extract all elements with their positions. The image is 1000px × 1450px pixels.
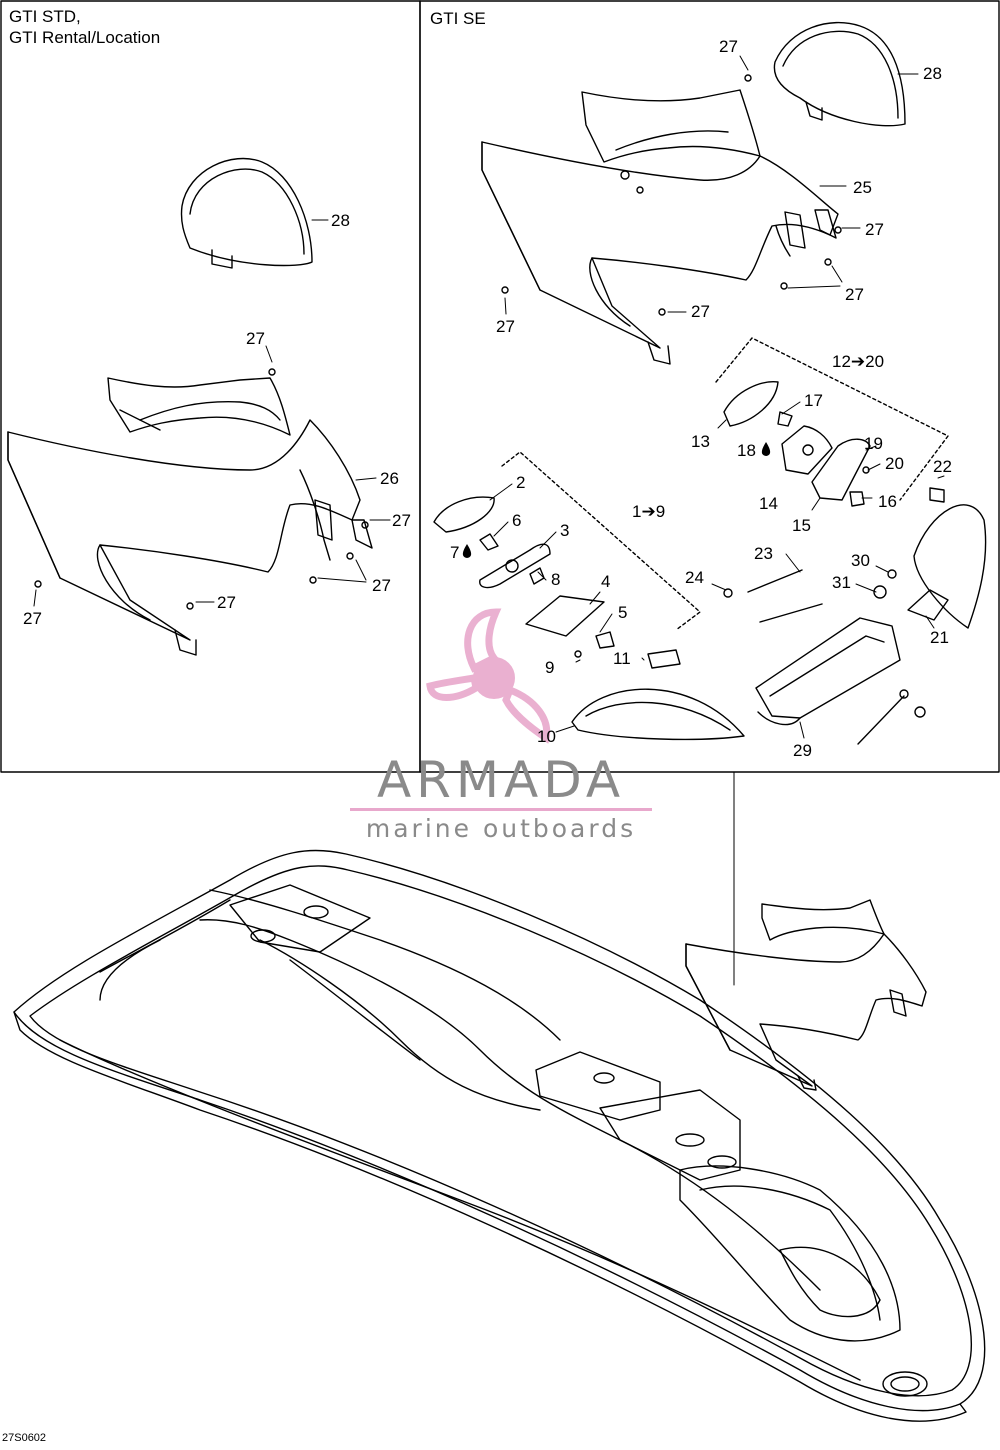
oil-drop-icon — [761, 442, 771, 456]
watermark-tagline: marine outboards — [365, 814, 637, 843]
callout-12-20: 12➔20 — [832, 352, 884, 371]
callout-30: 30 — [851, 551, 870, 570]
left-panel-frame — [0, 0, 421, 773]
callout-4: 4 — [601, 572, 610, 591]
callout-8: 8 — [551, 570, 560, 589]
callout-19: 19 — [864, 434, 883, 453]
callout-9: 9 — [545, 658, 554, 677]
callout-14: 14 — [759, 494, 778, 513]
callout-6: 6 — [512, 511, 521, 530]
callout-17: 17 — [804, 391, 823, 410]
left-panel-title-line1: GTI STD, — [9, 7, 81, 26]
callout-10: 10 — [537, 727, 556, 746]
callout-27: 27 — [372, 576, 391, 595]
callout-27: 27 — [23, 609, 42, 628]
callout-13: 13 — [691, 432, 710, 451]
callout-28: 28 — [923, 64, 942, 83]
right-panel-frame — [419, 0, 1000, 773]
mirror-leader-lines — [489, 401, 945, 986]
callout-21: 21 — [930, 628, 949, 647]
callout-23: 23 — [754, 544, 773, 563]
callout-5: 5 — [618, 603, 627, 622]
callout-27: 27 — [719, 37, 738, 56]
right-seat-cushion — [773, 22, 906, 127]
left-screws — [34, 368, 369, 610]
callout-27: 27 — [246, 329, 265, 348]
callout-labels: 28 27 26 27 27 27 27 27 28 25 27 27 27 2… — [23, 37, 952, 760]
left-seat-cushion — [180, 157, 313, 269]
callout-27: 27 — [845, 285, 864, 304]
right-panel-title: GTI SE — [430, 9, 486, 28]
armada-underline — [350, 808, 652, 811]
callout-2: 2 — [516, 473, 525, 492]
oil-drop-icon — [462, 544, 472, 558]
callout-27: 27 — [496, 317, 515, 336]
callout-31: 31 — [832, 573, 851, 592]
mirror-bracket-29 — [723, 569, 926, 745]
right-leader-lines — [504, 55, 919, 315]
callout-27: 27 — [865, 220, 884, 239]
hull-seat-base — [685, 899, 927, 1091]
left-leader-lines — [33, 219, 391, 607]
right-seat-base — [481, 89, 839, 365]
diagram-code: 27S0602 — [2, 1432, 47, 1444]
callout-18: 18 — [737, 441, 756, 460]
right-screws — [501, 74, 842, 316]
callout-7: 7 — [450, 543, 459, 562]
callout-26: 26 — [380, 469, 399, 488]
callout-27: 27 — [691, 302, 710, 321]
watermark-brand: ARMADA — [376, 751, 626, 809]
callout-3: 3 — [560, 521, 569, 540]
callout-22: 22 — [933, 457, 952, 476]
left-panel-title-line2: GTI Rental/Location — [9, 28, 161, 47]
callout-27: 27 — [217, 593, 236, 612]
callout-28: 28 — [331, 211, 350, 230]
left-seat-base — [7, 377, 373, 656]
callout-20: 20 — [885, 454, 904, 473]
watercraft-hull — [13, 849, 986, 1422]
callout-16: 16 — [878, 492, 897, 511]
callout-11: 11 — [613, 649, 631, 668]
mirror-assembly-12-20 — [715, 337, 987, 629]
mirror-assembly-1-9 — [433, 451, 745, 741]
callout-25: 25 — [853, 178, 872, 197]
callout-29: 29 — [793, 741, 812, 760]
callout-24: 24 — [685, 568, 704, 587]
callout-15: 15 — [792, 516, 811, 535]
callout-1-9: 1➔9 — [632, 502, 665, 521]
callout-27: 27 — [392, 511, 411, 530]
armada-logo-mark — [426, 608, 551, 744]
